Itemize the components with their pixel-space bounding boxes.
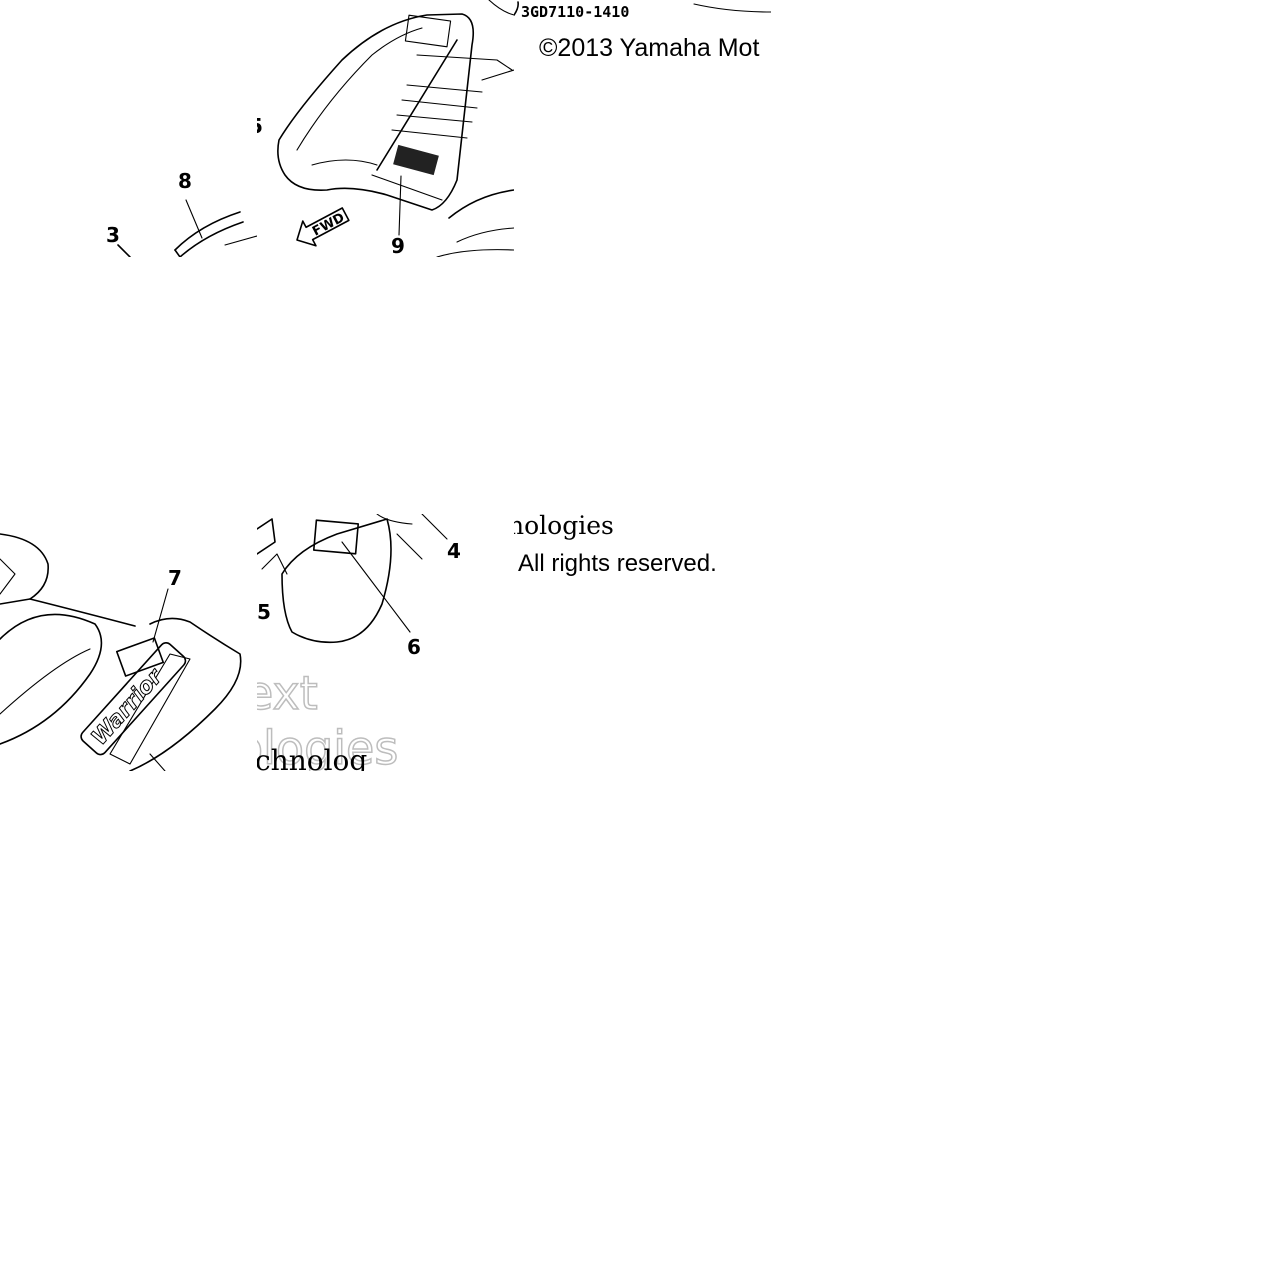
callout-7: 7	[168, 566, 182, 590]
callout-3: 3	[106, 223, 120, 247]
callout-4: 4	[447, 539, 461, 563]
callout-6: 6	[407, 635, 421, 659]
part-number: 3GD7110-1410	[521, 3, 629, 21]
rights-area: nologies	[514, 514, 614, 540]
part-number-area: 3GD7110-1410	[514, 1, 771, 21]
callout-5-bottom: 5	[257, 600, 271, 624]
copyright-text: ©2013 Yamaha Mot	[539, 34, 760, 62]
diagram-tile-bottom-middle: 5 6 4 ext ologies chnolog	[257, 514, 514, 771]
callout-5-top: 5	[257, 114, 263, 138]
watermark-fragment-2: ologies	[257, 721, 398, 771]
watermark-fragment-4: nologies	[514, 514, 614, 540]
emblem-patch-9	[393, 144, 439, 176]
fender-side-drawing: 3 8	[106, 169, 257, 257]
front-fender-drawing: Warrior 7	[0, 533, 242, 771]
callout-8: 8	[178, 169, 192, 193]
rights-text: All rights reserved.	[518, 550, 717, 577]
front-panel-drawing: 5 6 4 ext ologies chnolog	[257, 514, 461, 771]
watermark-fragment-1: ext	[257, 666, 318, 720]
diagram-tile-top-right: 3GD7110-1410 ©2013 Yamaha Mot	[514, 0, 771, 257]
fwd-arrow-icon: FWD	[296, 207, 350, 247]
diagram-tile-top-middle: FWD 5 9	[257, 0, 514, 257]
diagram-tile-bottom-left: Warrior 7	[0, 514, 257, 771]
callout-9: 9	[391, 234, 405, 257]
diagram-tile-bottom-right: nologies All rights reserved.	[514, 514, 771, 584]
svg-text:Warrior: Warrior	[87, 664, 168, 751]
watermark-fragment-3: chnolog	[257, 744, 367, 771]
rear-fender-drawing: FWD 5 9	[257, 0, 514, 257]
warrior-emblem: Warrior	[80, 642, 187, 756]
diagram-tile-top-left: 3 8	[0, 0, 257, 257]
